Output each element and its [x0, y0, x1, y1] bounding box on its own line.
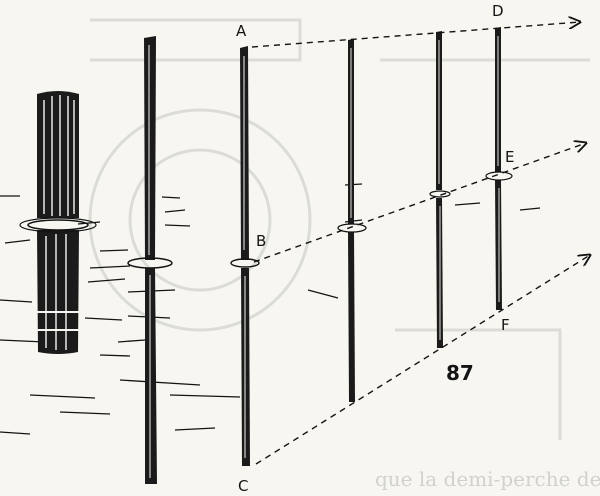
thick-post	[19, 91, 97, 354]
label-f: F	[501, 316, 510, 334]
water-lines	[0, 183, 541, 435]
pole-def	[485, 27, 513, 310]
label-e: E	[505, 148, 514, 166]
label-c: C	[238, 477, 248, 495]
bleed-through-text: que la demi-perche de	[375, 467, 600, 491]
label-a: A	[236, 22, 247, 40]
pole-5	[429, 31, 451, 348]
sight-line-be	[253, 143, 586, 263]
bleed-through-marks	[88, 18, 590, 440]
figure-number: 87	[446, 361, 474, 385]
label-d: D	[492, 2, 504, 20]
sight-lines	[251, 22, 590, 465]
sight-line-cf	[255, 255, 590, 465]
label-b: B	[256, 232, 266, 250]
pole-2	[127, 36, 173, 484]
pole-abc	[230, 46, 260, 466]
pole-4	[337, 39, 367, 402]
